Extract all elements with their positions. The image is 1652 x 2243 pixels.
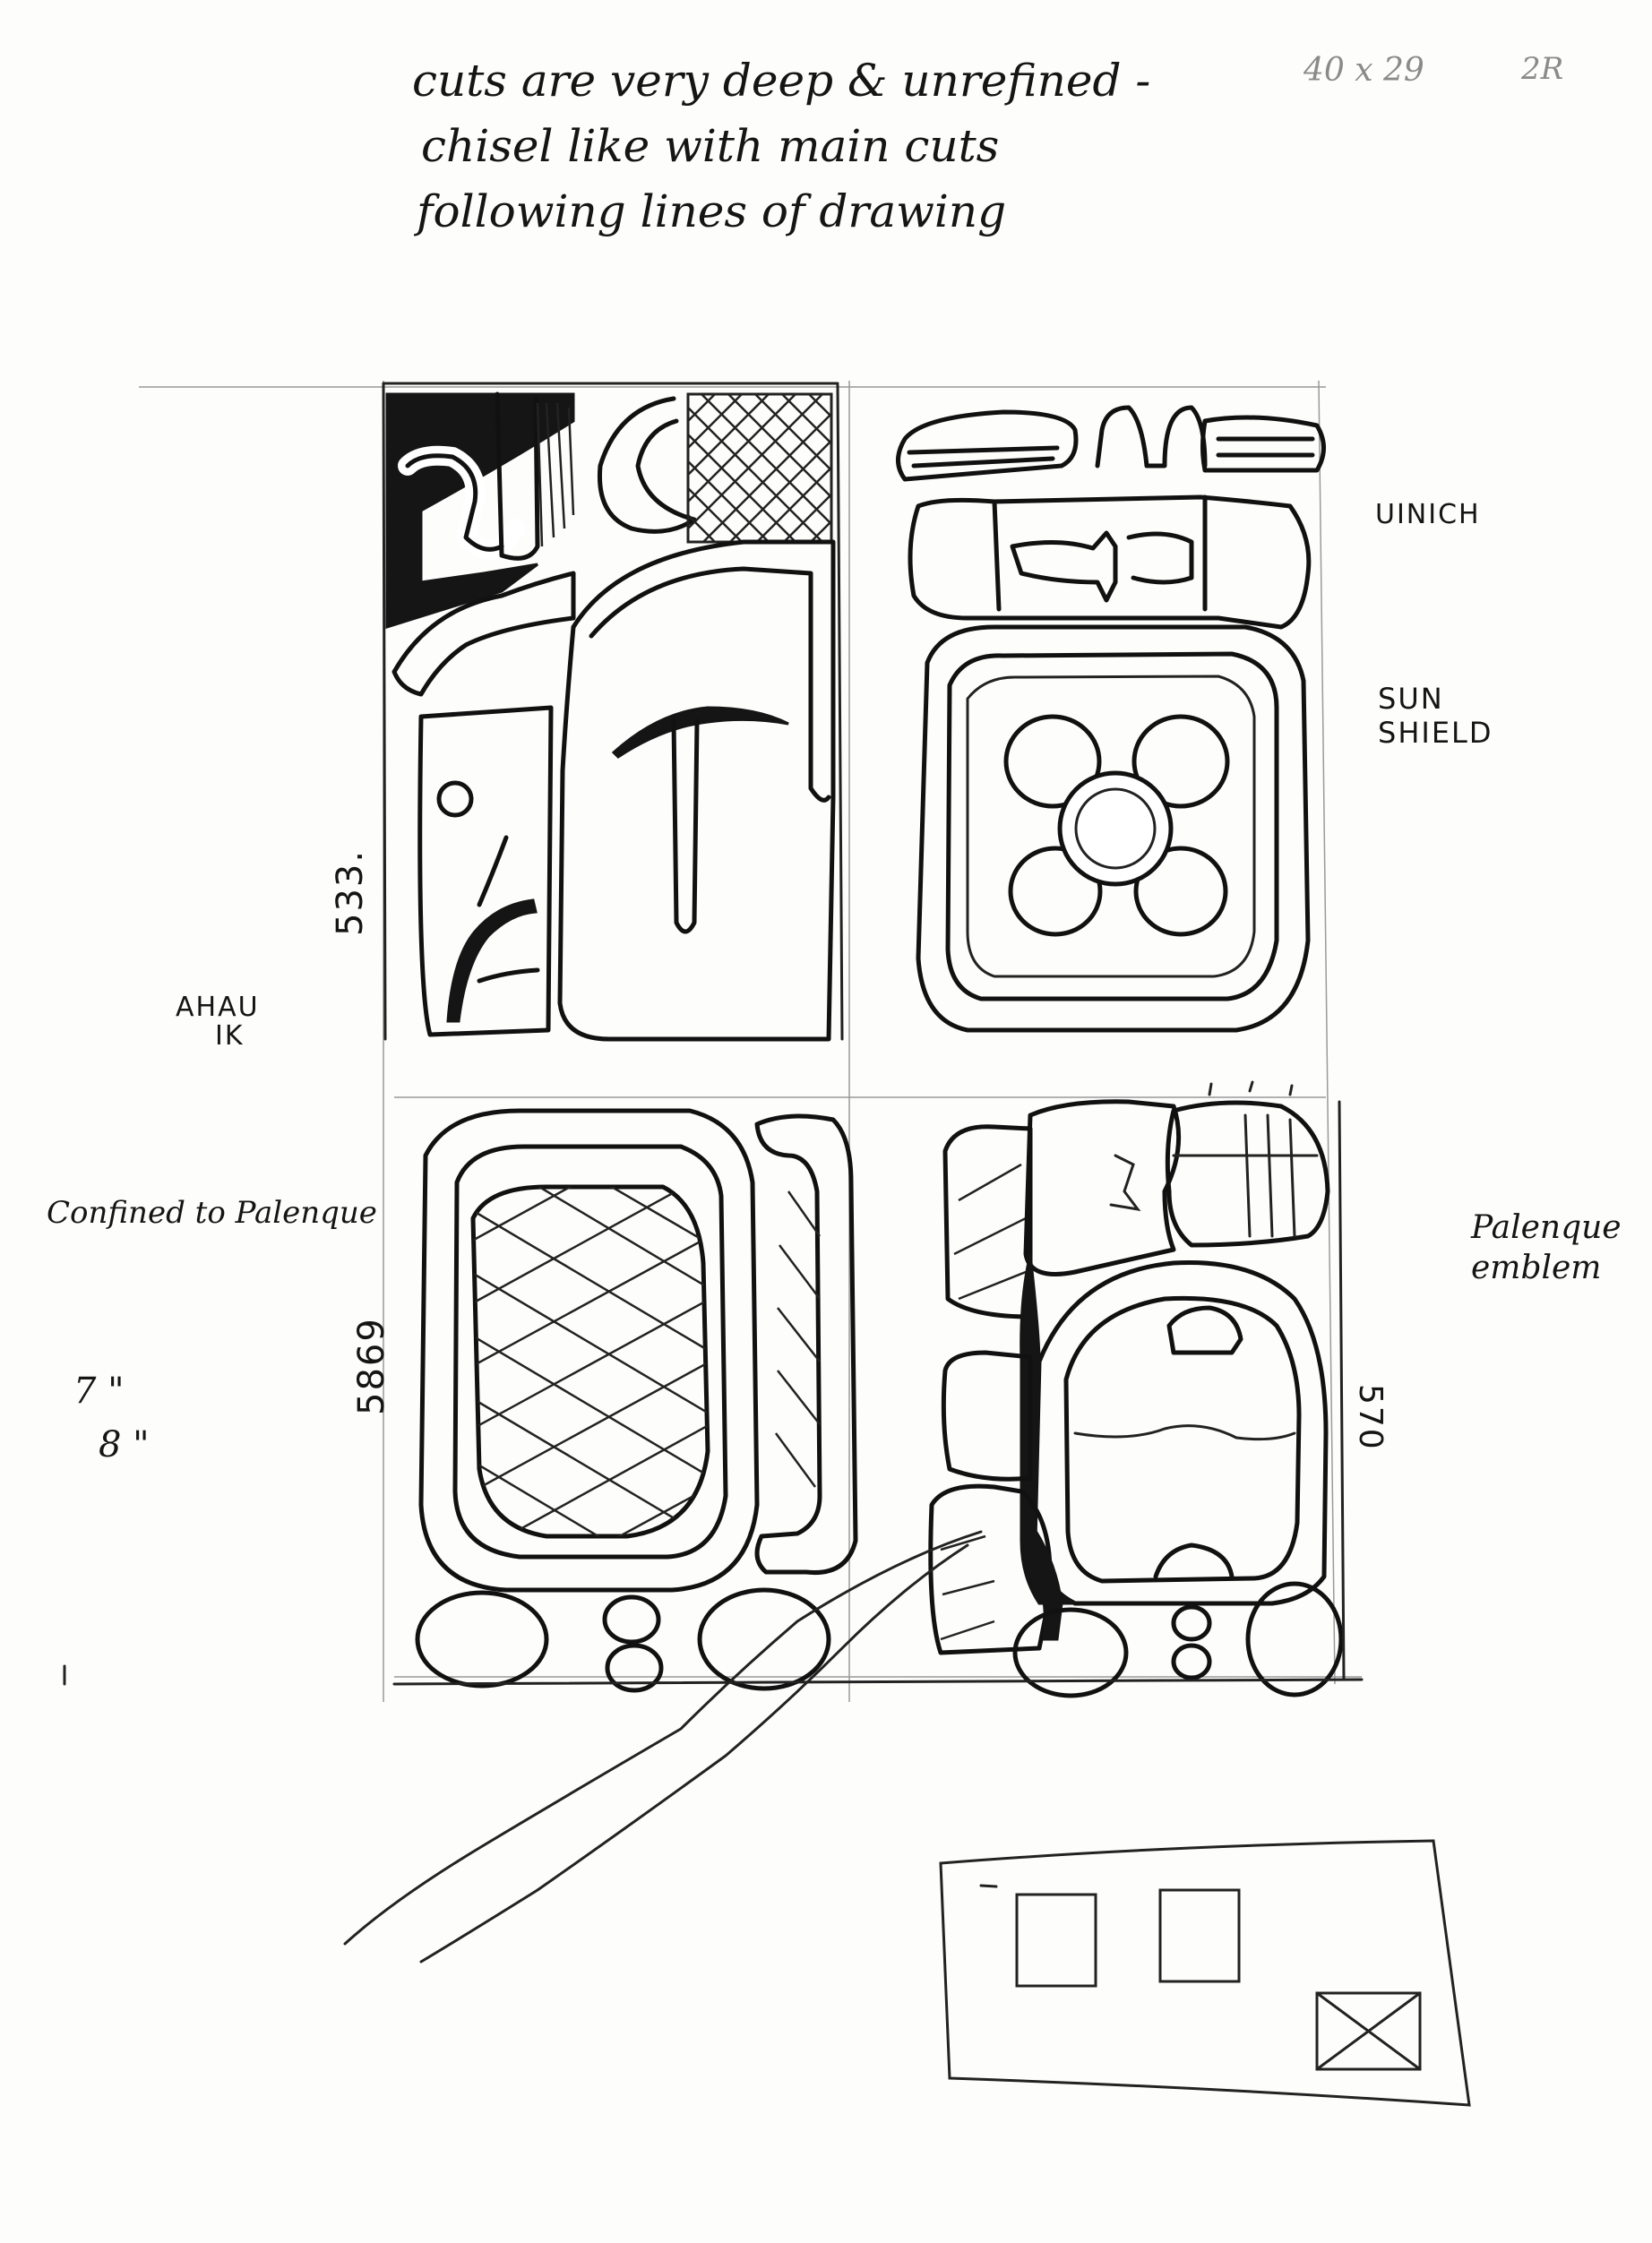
block-diagram bbox=[939, 1839, 1471, 2107]
label-5869: 5869 bbox=[351, 1317, 392, 1415]
label-8-inch: 8 " bbox=[99, 1424, 150, 1465]
note-line-3: following lines of drawing bbox=[417, 185, 1007, 237]
note-line-1: cuts are very deep & unrefined - bbox=[412, 55, 1151, 107]
label-uinich: UINICH bbox=[1375, 499, 1481, 530]
label-7-inch: 7 " bbox=[73, 1371, 125, 1412]
label-palenque: Palenque bbox=[1471, 1209, 1622, 1246]
label-shield: SHIELD bbox=[1378, 716, 1493, 750]
leader-lines bbox=[343, 1530, 983, 1964]
label-emblem: emblem bbox=[1471, 1250, 1602, 1286]
label-533: 533. bbox=[330, 848, 371, 936]
dimension-extra: 2R bbox=[1521, 51, 1564, 87]
label-ik: IK bbox=[215, 1020, 245, 1052]
glyph-bottom-left bbox=[415, 1108, 858, 1693]
block-frame bbox=[382, 382, 1364, 1686]
glyph-top-left bbox=[385, 391, 836, 1042]
label-ahau: AHAU bbox=[176, 992, 260, 1023]
label-confined: Confined to Palenque bbox=[47, 1195, 377, 1231]
label-570: 570 bbox=[1352, 1384, 1389, 1451]
note-line-2: chisel like with main cuts bbox=[421, 120, 1000, 172]
glyph-bottom-right bbox=[928, 1080, 1344, 1698]
label-sun: SUN bbox=[1378, 682, 1444, 716]
glyph-top-right bbox=[896, 405, 1326, 1033]
dimension-note: 40 x 29 bbox=[1304, 52, 1424, 89]
